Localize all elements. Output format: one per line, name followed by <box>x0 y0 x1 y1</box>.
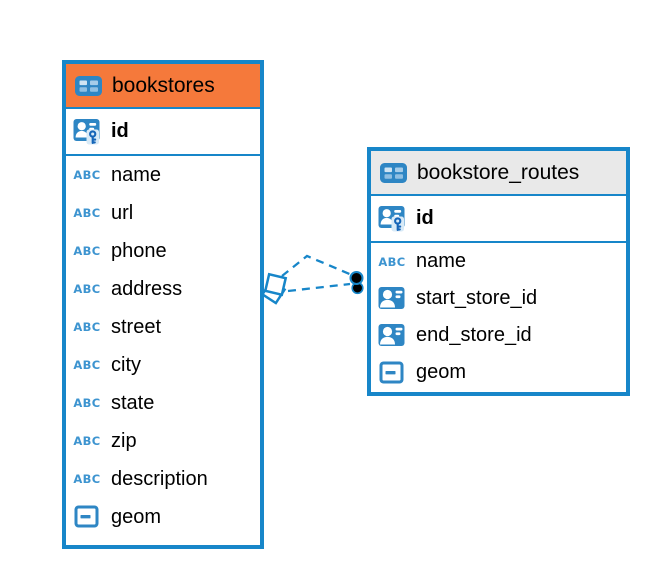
table-icon <box>378 161 408 185</box>
table-icon <box>73 74 103 98</box>
column-name: geom <box>111 505 162 528</box>
column-name: description <box>111 467 208 490</box>
column-name: name <box>416 250 467 272</box>
primary-key-icon <box>377 205 407 232</box>
text-type-icon: ABC <box>73 396 101 410</box>
column-row[interactable]: ABC state <box>66 384 260 422</box>
text-type-icon: ABC <box>73 472 101 486</box>
object-type-icon <box>377 361 407 385</box>
text-type-icon: ABC <box>73 434 101 448</box>
column-name: geom <box>416 361 467 383</box>
text-type-icon: ABC <box>73 168 101 182</box>
entity-bookstores[interactable]: bookstores id ABC name A <box>62 60 264 549</box>
entity-header-bookstore-routes[interactable]: bookstore_routes <box>371 151 626 196</box>
text-type-icon: ABC <box>73 282 101 296</box>
column-name: phone <box>111 239 167 262</box>
column-row[interactable]: geom <box>371 354 626 391</box>
column-row[interactable]: ABC name <box>371 243 626 280</box>
column-name: street <box>111 315 162 338</box>
column-name: address <box>111 277 183 300</box>
text-type-icon: ABC <box>378 254 406 269</box>
relation-line[interactable] <box>263 254 364 297</box>
column-row-id[interactable]: id <box>66 109 260 156</box>
column-row[interactable]: ABC city <box>66 346 260 384</box>
column-name: end_store_id <box>416 324 532 346</box>
entity-header-bookstores[interactable]: bookstores <box>66 64 260 109</box>
object-type-icon <box>72 505 102 529</box>
column-row-id[interactable]: id <box>371 196 626 243</box>
text-type-icon: ABC <box>73 244 101 258</box>
column-row[interactable]: ABC name <box>66 156 260 194</box>
column-row[interactable]: ABC zip <box>66 422 260 460</box>
text-type-icon: ABC <box>73 358 101 372</box>
reference-type-icon <box>377 286 407 311</box>
relation-dot-marker <box>349 271 364 285</box>
column-row[interactable]: ABC phone <box>66 232 260 270</box>
column-row[interactable]: ABC address <box>66 270 260 308</box>
column-row[interactable]: start_store_id <box>371 280 626 317</box>
primary-key-icon <box>72 118 102 145</box>
column-row[interactable]: end_store_id <box>371 317 626 354</box>
reference-type-icon <box>377 323 407 348</box>
column-name: url <box>111 201 134 224</box>
column-name: zip <box>111 429 137 452</box>
column-name: name <box>111 163 162 186</box>
column-name: city <box>111 353 141 376</box>
column-row[interactable]: ABC description <box>66 460 260 498</box>
entity-title: bookstore_routes <box>417 160 580 184</box>
text-type-icon: ABC <box>73 320 101 334</box>
column-row[interactable]: ABC street <box>66 308 260 346</box>
column-name: id <box>111 120 129 142</box>
entity-title: bookstores <box>112 73 215 97</box>
column-row[interactable]: ABC url <box>66 194 260 232</box>
column-row[interactable]: geom <box>66 498 260 536</box>
column-name: state <box>111 391 155 414</box>
entity-bookstore-routes[interactable]: bookstore_routes id ABC name <box>367 147 630 396</box>
column-name: start_store_id <box>416 287 538 309</box>
relation-diamond-marker <box>263 272 288 297</box>
text-type-icon: ABC <box>73 206 101 220</box>
column-name: id <box>416 207 434 229</box>
